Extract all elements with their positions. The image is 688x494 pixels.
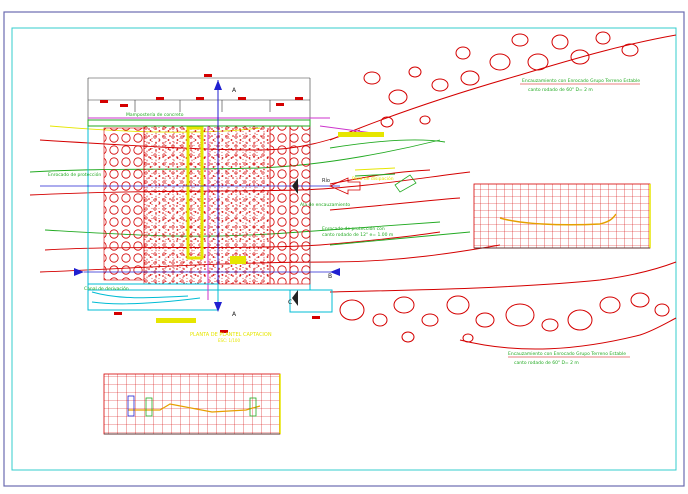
label-left-protection: Enrocado de protección [48,171,101,178]
section-marker-a-top: A [214,80,237,94]
label-stilling-basin: Poza de disipación [352,175,394,182]
section-label-a-top: A [232,87,237,94]
section-marker-b: B [74,268,340,280]
label-canal: Canal de derivación [84,285,129,292]
cross-section-bottom [103,373,281,435]
label-masonry: Mampostería de concreto [126,111,184,118]
river-flow-arrow [329,167,417,195]
label-rockfill-bottom-2: canto rodado de 60" D= 2 m [514,360,579,366]
longitudinal-profile-right [473,183,651,249]
section-marker-a-bottom: A [214,302,237,318]
rockfill-annotations: Encauzamiento con Enrocado Grupo Terreno… [508,78,640,366]
label-wing-wall: Ala de encauzamiento [300,202,350,208]
sheet-inner-border [11,27,677,471]
label-rockfill-top-2: canto rodado de 60" D= 2 m [528,87,593,93]
section-marker-c: C [288,178,298,306]
plan-scale: ESC: 1/100 [218,338,240,343]
label-rockfill-top-1: Encauzamiento con Enrocado Grupo Terreno… [522,78,640,84]
dimension-markers [100,74,303,107]
section-label-b: B [328,273,332,280]
upper-rockfill-boulders [329,31,677,141]
intake-plan [40,80,384,333]
label-protection-2: canto rodado de 12" e= 1.00 m [322,232,393,238]
label-rockfill-bottom-1: Encauzamiento con Enrocado Grupo Terreno… [508,351,626,357]
plan-title: PLANTA DE PLANTEL CAPTACION [190,332,272,338]
section-label-a-bottom: A [232,311,237,318]
lower-rockfill-boulders [329,261,677,350]
label-river: Río [322,177,330,184]
plan-annotations: Mampostería de concreto Enrocado de prot… [48,111,394,343]
label-protection-1: Enrocado de protección con [322,225,385,232]
sheet-outer-border [3,11,685,487]
section-label-c: C [288,299,292,306]
